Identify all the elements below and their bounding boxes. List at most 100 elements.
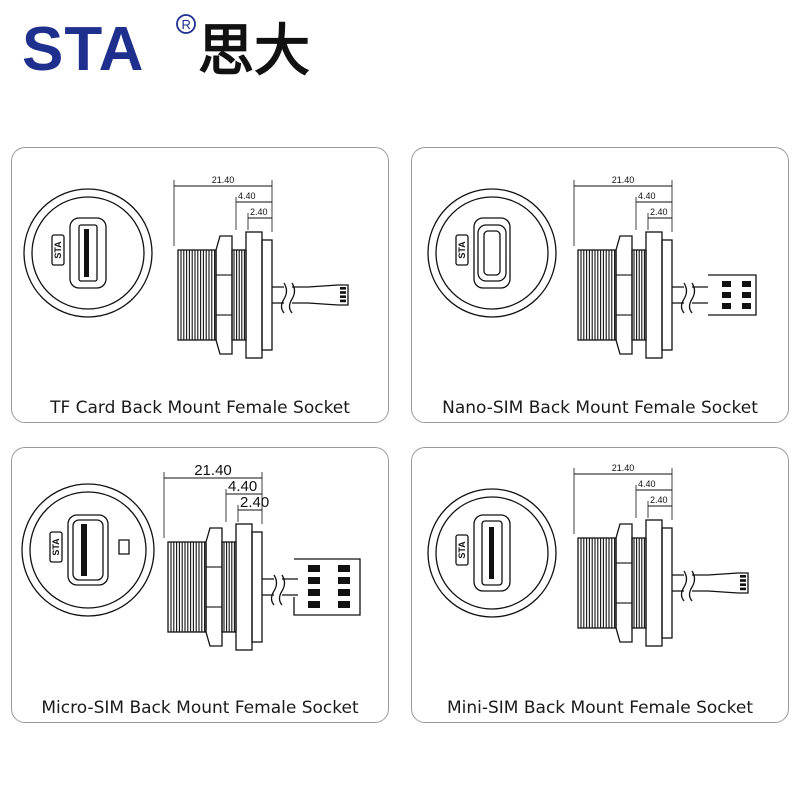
outer-ring (21, 483, 155, 617)
dimension-label-small: 2.40 (250, 207, 268, 217)
side-view: 21.404.40 2.40 (173, 175, 349, 359)
logo-cjk-text: 思大 (198, 19, 310, 80)
cable (672, 286, 684, 304)
product-caption: Nano-SIM Back Mount Female Socket (442, 398, 758, 418)
sta-mark-box (51, 234, 65, 266)
contact-pin (338, 589, 350, 596)
inner-ring (435, 496, 549, 610)
dimension-label-small: 2.40 (650, 207, 668, 217)
sta-mark-box (49, 531, 63, 563)
dimension-label-overall: 21.40 (212, 175, 235, 185)
mounting-flange (645, 519, 663, 647)
contact-pin (308, 577, 320, 584)
product-caption: Mini-SIM Back Mount Female Socket (446, 698, 754, 718)
mounting-flange (245, 231, 263, 359)
contact-pin (740, 587, 746, 591)
slot-frame (473, 514, 511, 592)
contact-pin (340, 299, 346, 303)
hex-nut (215, 235, 233, 355)
dimension-label-overall: 21.40 (612, 175, 635, 185)
contact-pin (308, 589, 320, 596)
inner-ring (435, 196, 549, 310)
sta-mark-text: STA (53, 241, 63, 259)
dimension-label-small: 2.40 (650, 495, 668, 505)
card-slot-opening (84, 229, 89, 277)
dimension-overall: 21.40 (573, 463, 673, 534)
cable-break (680, 570, 696, 602)
slot-frame (67, 514, 109, 586)
dimension-label-middle: 4.40 (238, 191, 256, 201)
card-connector (307, 284, 349, 306)
rear-housing (661, 239, 673, 351)
dimension-label-middle: 4.40 (638, 191, 656, 201)
card-slot-opening (489, 527, 494, 579)
sim-connector (708, 274, 757, 316)
contact-pin (340, 287, 346, 290)
nano-sim-socket-drawing: STA 21.404.40 2.40 (427, 175, 757, 359)
contact-pin (340, 291, 346, 294)
dimension-label-overall: 21.40 (194, 462, 232, 479)
product-caption: TF Card Back Mount Female Socket (50, 398, 350, 418)
card-slot (78, 224, 98, 282)
outer-ring (23, 188, 153, 318)
front-view: STA (21, 483, 155, 617)
contact-pin (722, 303, 731, 309)
slot-frame (473, 217, 511, 289)
contact-pin (742, 303, 751, 309)
front-view: STA (427, 488, 557, 618)
hex-nut (615, 523, 633, 643)
sim-connector (293, 558, 361, 616)
contact-pin (338, 577, 350, 584)
dimension-overall: 21.40 (573, 175, 673, 246)
contact-pin (340, 295, 346, 298)
outer-ring (427, 188, 557, 318)
contact-pin (722, 281, 731, 287)
cable-break (680, 282, 696, 314)
mounting-flange (235, 523, 253, 651)
sta-mark-box (455, 234, 469, 266)
cable-break (280, 282, 296, 314)
hex-nut (205, 527, 223, 647)
rear-housing (261, 239, 273, 351)
dimension-label-middle: 4.40 (638, 479, 656, 489)
cable (692, 574, 708, 592)
card-slot-opening (81, 524, 87, 576)
side-view: 21.404.40 2.40 (573, 175, 757, 359)
contact-pin (338, 565, 350, 572)
contact-pin (308, 601, 320, 608)
inner-ring (29, 491, 147, 609)
registered-mark-icon (176, 14, 196, 34)
logo-latin-text: STA (22, 15, 144, 80)
mini-sim-socket-drawing: STA 21.404.40 2.40 (427, 463, 749, 647)
cable-break (270, 574, 286, 606)
sta-mark-text: STA (457, 541, 467, 559)
dimension-label-small: 2.40 (240, 494, 269, 511)
contact-pin (740, 575, 746, 578)
contact-pin (722, 292, 731, 298)
contact-pin (740, 583, 746, 586)
tf-socket-drawing: STA 21.404.40 2.40 (23, 175, 349, 359)
dimension-overall: 21.40 (173, 175, 273, 246)
card-slot (72, 519, 104, 581)
sta-mark-text: STA (457, 241, 467, 259)
mounting-flange (645, 231, 663, 359)
rear-housing (661, 527, 673, 639)
side-view: 21.404.402.40 (163, 462, 361, 651)
rear-housing (251, 531, 263, 643)
product-caption: Micro-SIM Back Mount Female Socket (41, 698, 359, 718)
cable (272, 286, 284, 304)
latch-tab (118, 539, 130, 555)
cable (282, 578, 298, 596)
cable (262, 578, 274, 596)
dimension-label-middle: 4.40 (228, 478, 257, 495)
slot-frame (69, 217, 107, 289)
sta-mark-box (455, 534, 469, 566)
cable (672, 574, 684, 592)
inner-ring (31, 196, 145, 310)
card-connector (707, 572, 749, 594)
